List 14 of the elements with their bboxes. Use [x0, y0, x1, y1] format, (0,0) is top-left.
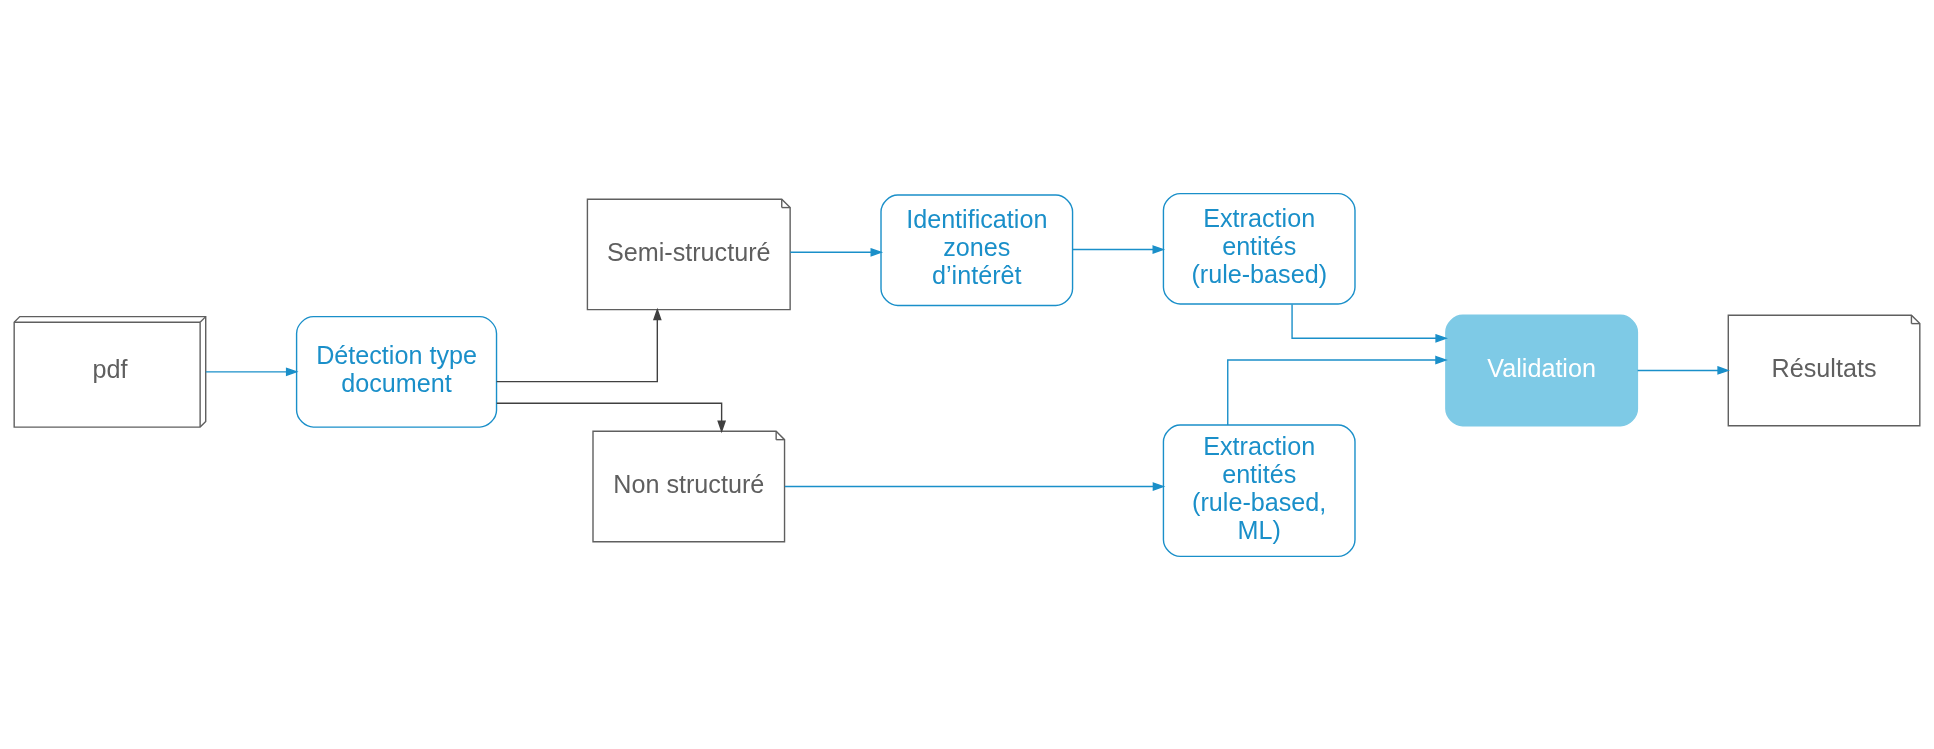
arrow [784, 481, 1166, 491]
node-box: Extraction entités (rule-based, ML) [1162, 423, 1356, 557]
arrow [1636, 365, 1730, 375]
arrow [1227, 355, 1448, 426]
arrow [496, 402, 727, 433]
arrow [495, 307, 662, 382]
arrow [205, 366, 299, 376]
node-box: Extraction entités (rule-based) [1162, 192, 1356, 305]
node-box: Identification zones d’intérêt [880, 193, 1074, 306]
arrow [789, 247, 884, 257]
arrow [1072, 244, 1166, 254]
arrow [1291, 303, 1448, 343]
node-box: Validation [1445, 314, 1639, 426]
node-box: Détection type document [295, 315, 498, 428]
